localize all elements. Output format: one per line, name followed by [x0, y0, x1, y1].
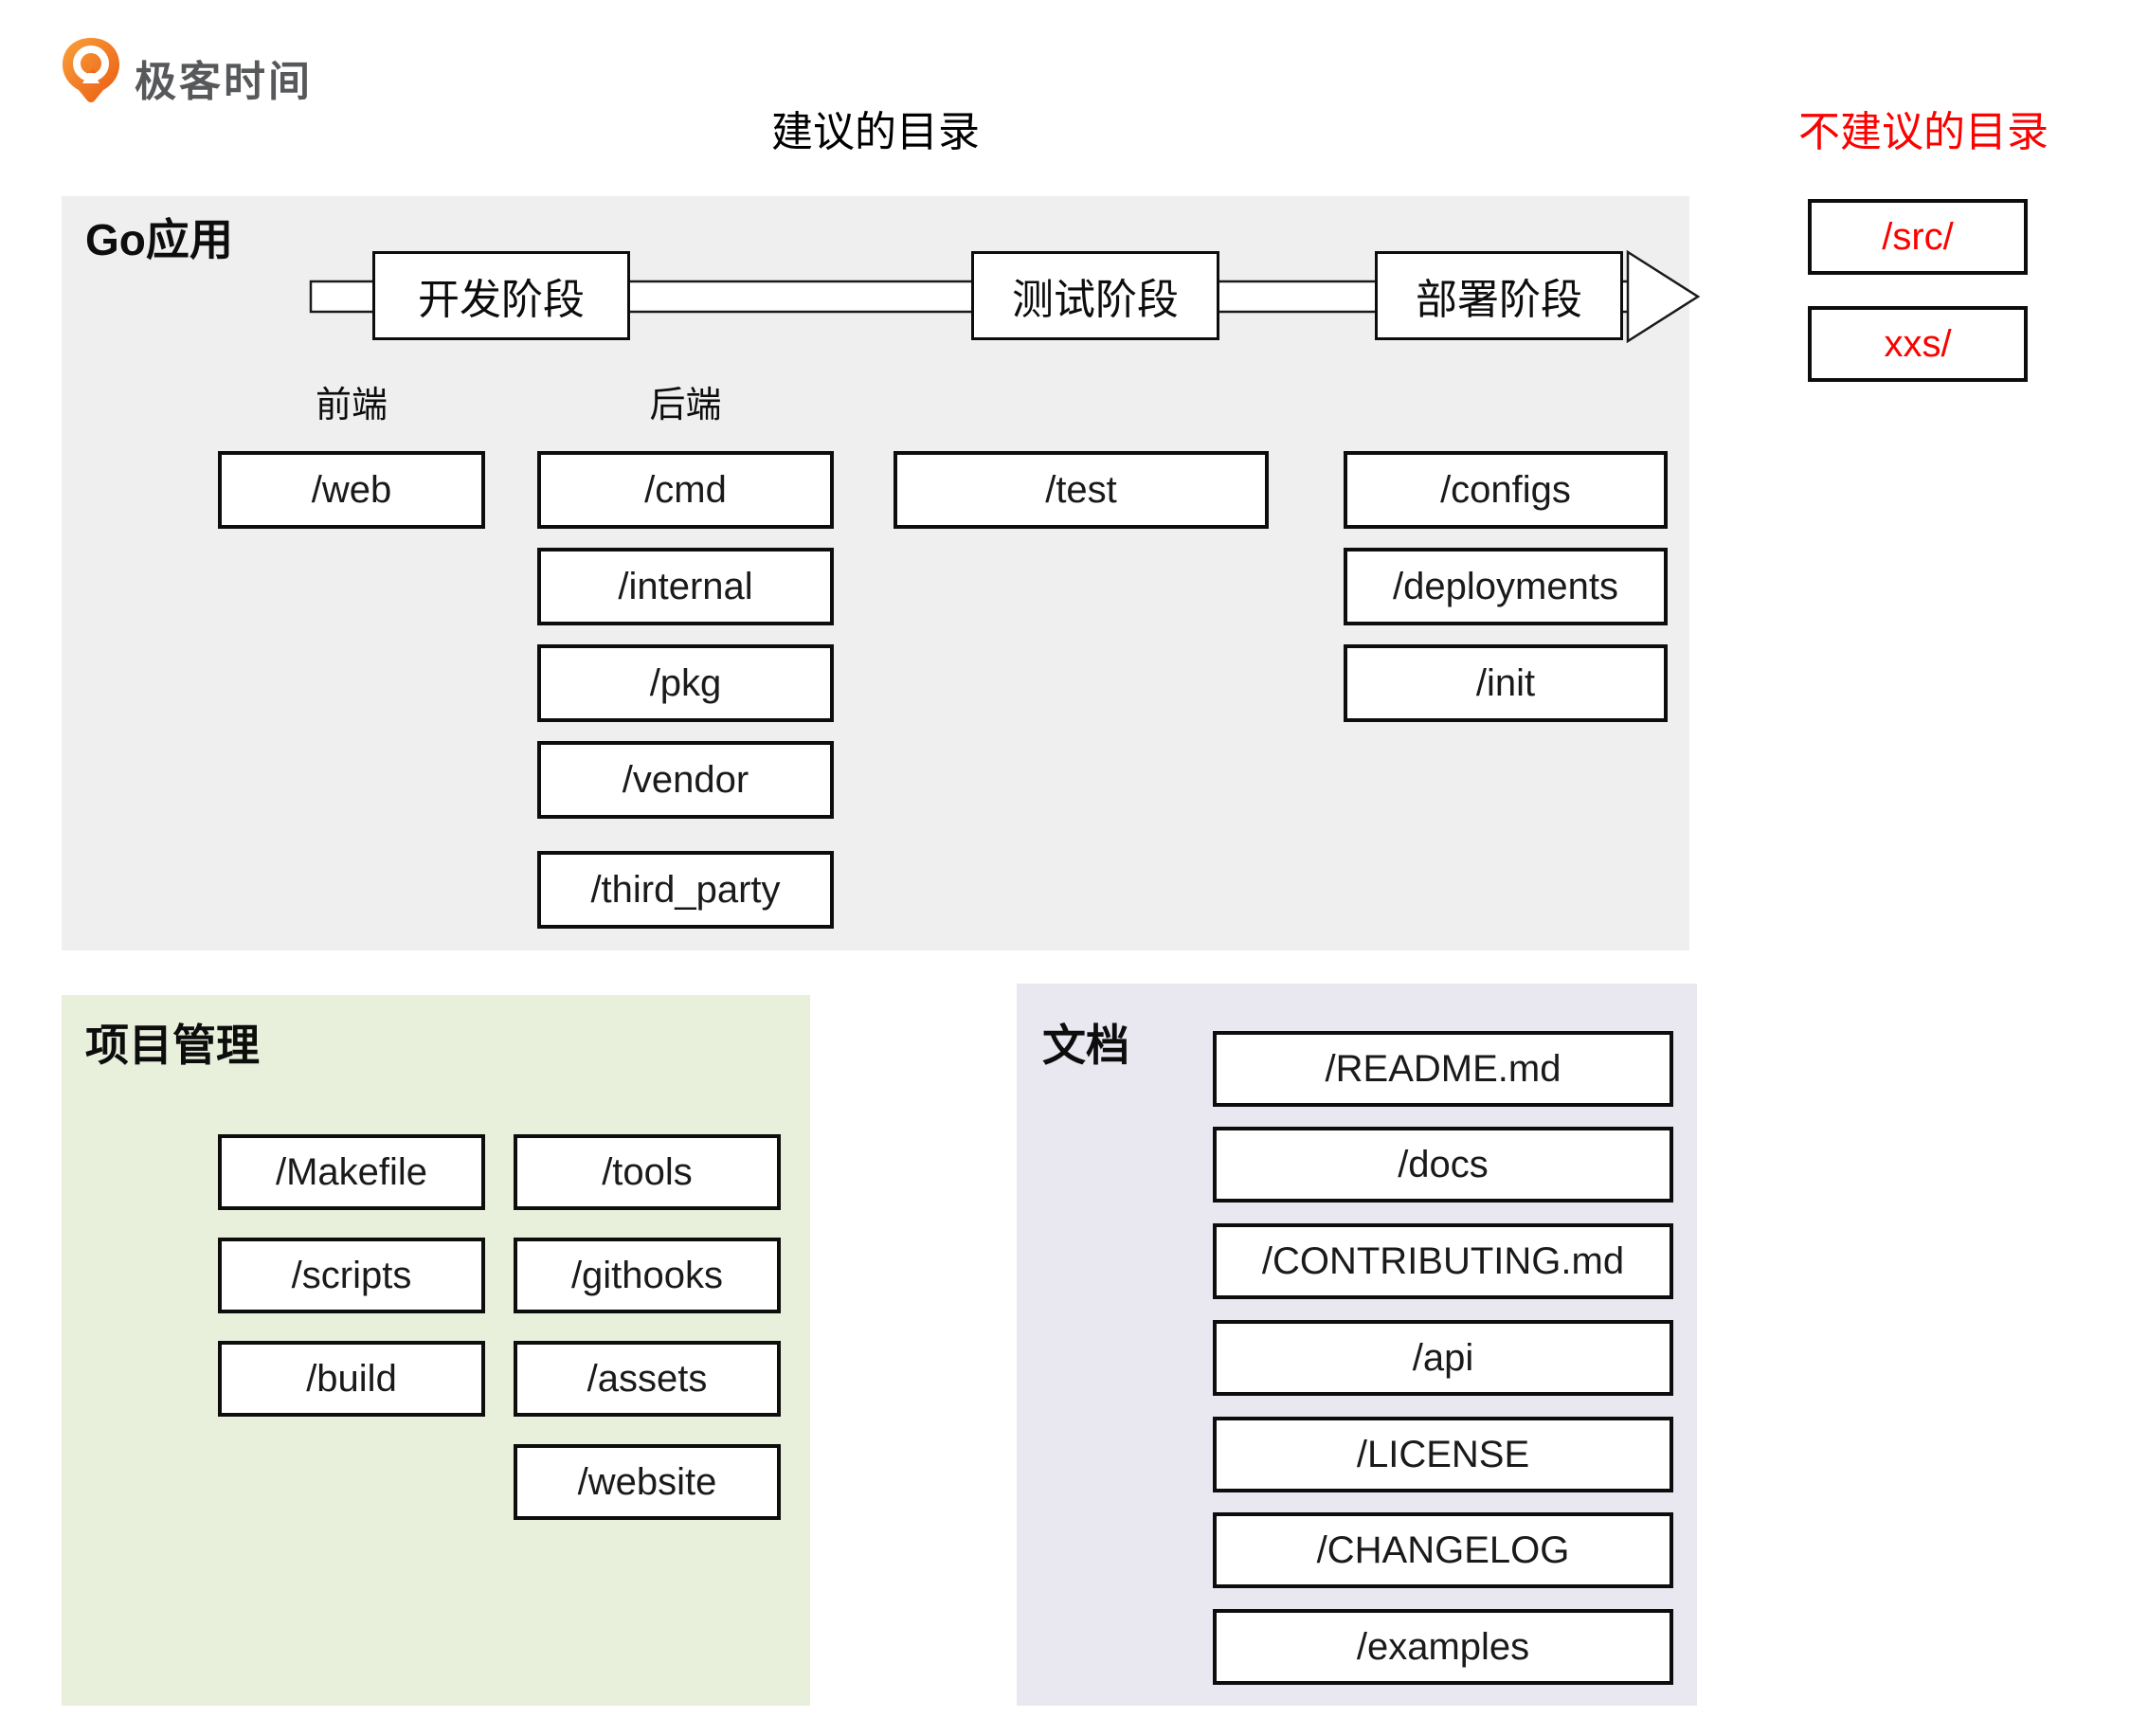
dir-box-examples: /examples: [1213, 1609, 1673, 1685]
dir-box-license: /LICENSE: [1213, 1417, 1673, 1492]
dir-box-assets: /assets: [514, 1341, 781, 1417]
geektime-logo-icon: [63, 38, 119, 102]
docs-title: 文档: [1042, 1021, 1129, 1070]
dir-box-cmd: /cmd: [537, 451, 834, 529]
dir-box-makefile: /Makefile: [218, 1134, 485, 1210]
dir-box-contributing: /CONTRIBUTING.md: [1213, 1223, 1673, 1299]
dir-box-changelog: /CHANGELOG: [1213, 1512, 1673, 1588]
stage-box-testing: 测试阶段: [971, 251, 1219, 340]
dir-box-githooks: /githooks: [514, 1238, 781, 1313]
dir-box-src: /src/: [1808, 199, 2028, 275]
dir-box-docs: /docs: [1213, 1127, 1673, 1203]
dir-box-configs: /configs: [1344, 451, 1668, 529]
stage-box-development: 开发阶段: [372, 251, 630, 340]
suggested-directories-title: 建议的目录: [771, 109, 980, 155]
dir-box-internal: /internal: [537, 548, 834, 625]
stage-box-deployment: 部署阶段: [1375, 251, 1623, 340]
geektime-logo-text: 极客时间: [135, 59, 313, 105]
not-suggested-directories-title: 不建议的目录: [1798, 109, 2049, 155]
backend-label: 后端: [649, 386, 722, 425]
dir-box-deployments: /deployments: [1344, 548, 1668, 625]
dir-box-vendor: /vendor: [537, 741, 834, 819]
frontend-label: 前端: [315, 386, 388, 425]
dir-box-init: /init: [1344, 644, 1668, 722]
dir-box-xxs: xxs/: [1808, 306, 2028, 382]
project-management-title: 项目管理: [85, 1021, 260, 1070]
dir-box-pkg: /pkg: [537, 644, 834, 722]
dir-box-third-party: /third_party: [537, 851, 834, 929]
dir-box-build: /build: [218, 1341, 485, 1417]
dir-box-scripts: /scripts: [218, 1238, 485, 1313]
dir-box-api: /api: [1213, 1320, 1673, 1396]
dir-box-test: /test: [894, 451, 1269, 529]
go-app-title: Go应用: [85, 215, 233, 264]
dir-box-web: /web: [218, 451, 485, 529]
dir-box-website: /website: [514, 1444, 781, 1520]
dir-box-tools: /tools: [514, 1134, 781, 1210]
dir-box-readme: /README.md: [1213, 1031, 1673, 1107]
